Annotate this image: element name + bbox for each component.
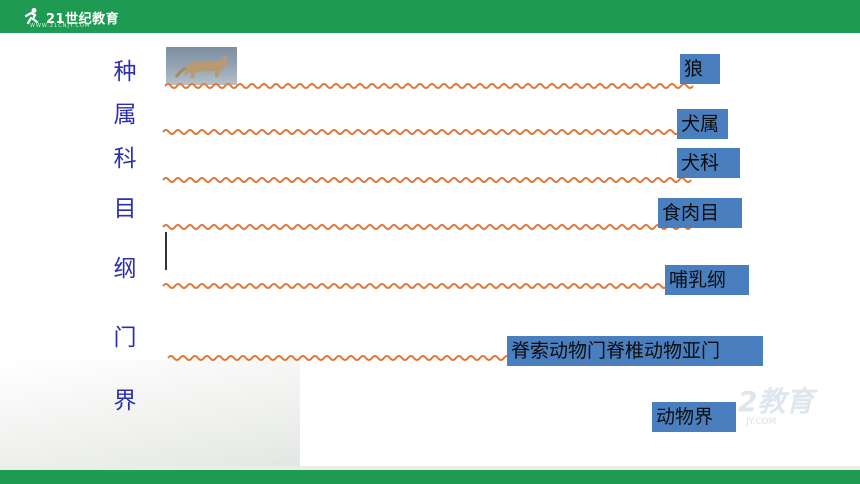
divider-line xyxy=(165,232,167,270)
logo-subtext: WWW.21CNJY.COM xyxy=(30,23,91,29)
rank-class: 纲 xyxy=(113,256,137,282)
rank-genus: 属 xyxy=(113,102,137,128)
label-wolf: 狼 xyxy=(680,54,720,84)
label-canis: 犬属 xyxy=(677,109,728,139)
wavy-line-genus xyxy=(162,129,692,135)
wavy-line-class xyxy=(162,283,668,289)
label-canidae: 犬科 xyxy=(677,148,740,178)
bottom-bar xyxy=(0,470,860,484)
runner-icon xyxy=(24,8,39,25)
wavy-line-phylum xyxy=(167,355,511,361)
wavy-line-species xyxy=(164,83,694,89)
bottom-accent xyxy=(0,466,860,470)
rank-species: 种 xyxy=(113,59,137,85)
watermark-sub: JY.COM xyxy=(746,417,777,427)
label-carnivora: 食肉目 xyxy=(658,198,742,228)
watermark: 2教育 xyxy=(738,385,814,418)
rank-family: 科 xyxy=(113,146,137,172)
site-logo: 21世纪教育 xyxy=(22,6,119,28)
wavy-line-family xyxy=(162,177,692,183)
label-animalia: 动物界 xyxy=(652,402,736,432)
wolf-image xyxy=(166,47,237,85)
logo-text: 21世纪教育 xyxy=(46,11,120,27)
rank-phylum: 门 xyxy=(113,325,137,351)
wavy-line-order xyxy=(162,224,692,230)
label-mammalia: 哺乳纲 xyxy=(665,265,749,295)
rank-order: 目 xyxy=(113,196,137,222)
top-bar xyxy=(0,0,860,33)
rank-kingdom: 界 xyxy=(113,388,137,414)
background-decoration xyxy=(0,360,300,466)
label-chordata: 脊索动物门脊椎动物亚门 xyxy=(507,336,763,366)
